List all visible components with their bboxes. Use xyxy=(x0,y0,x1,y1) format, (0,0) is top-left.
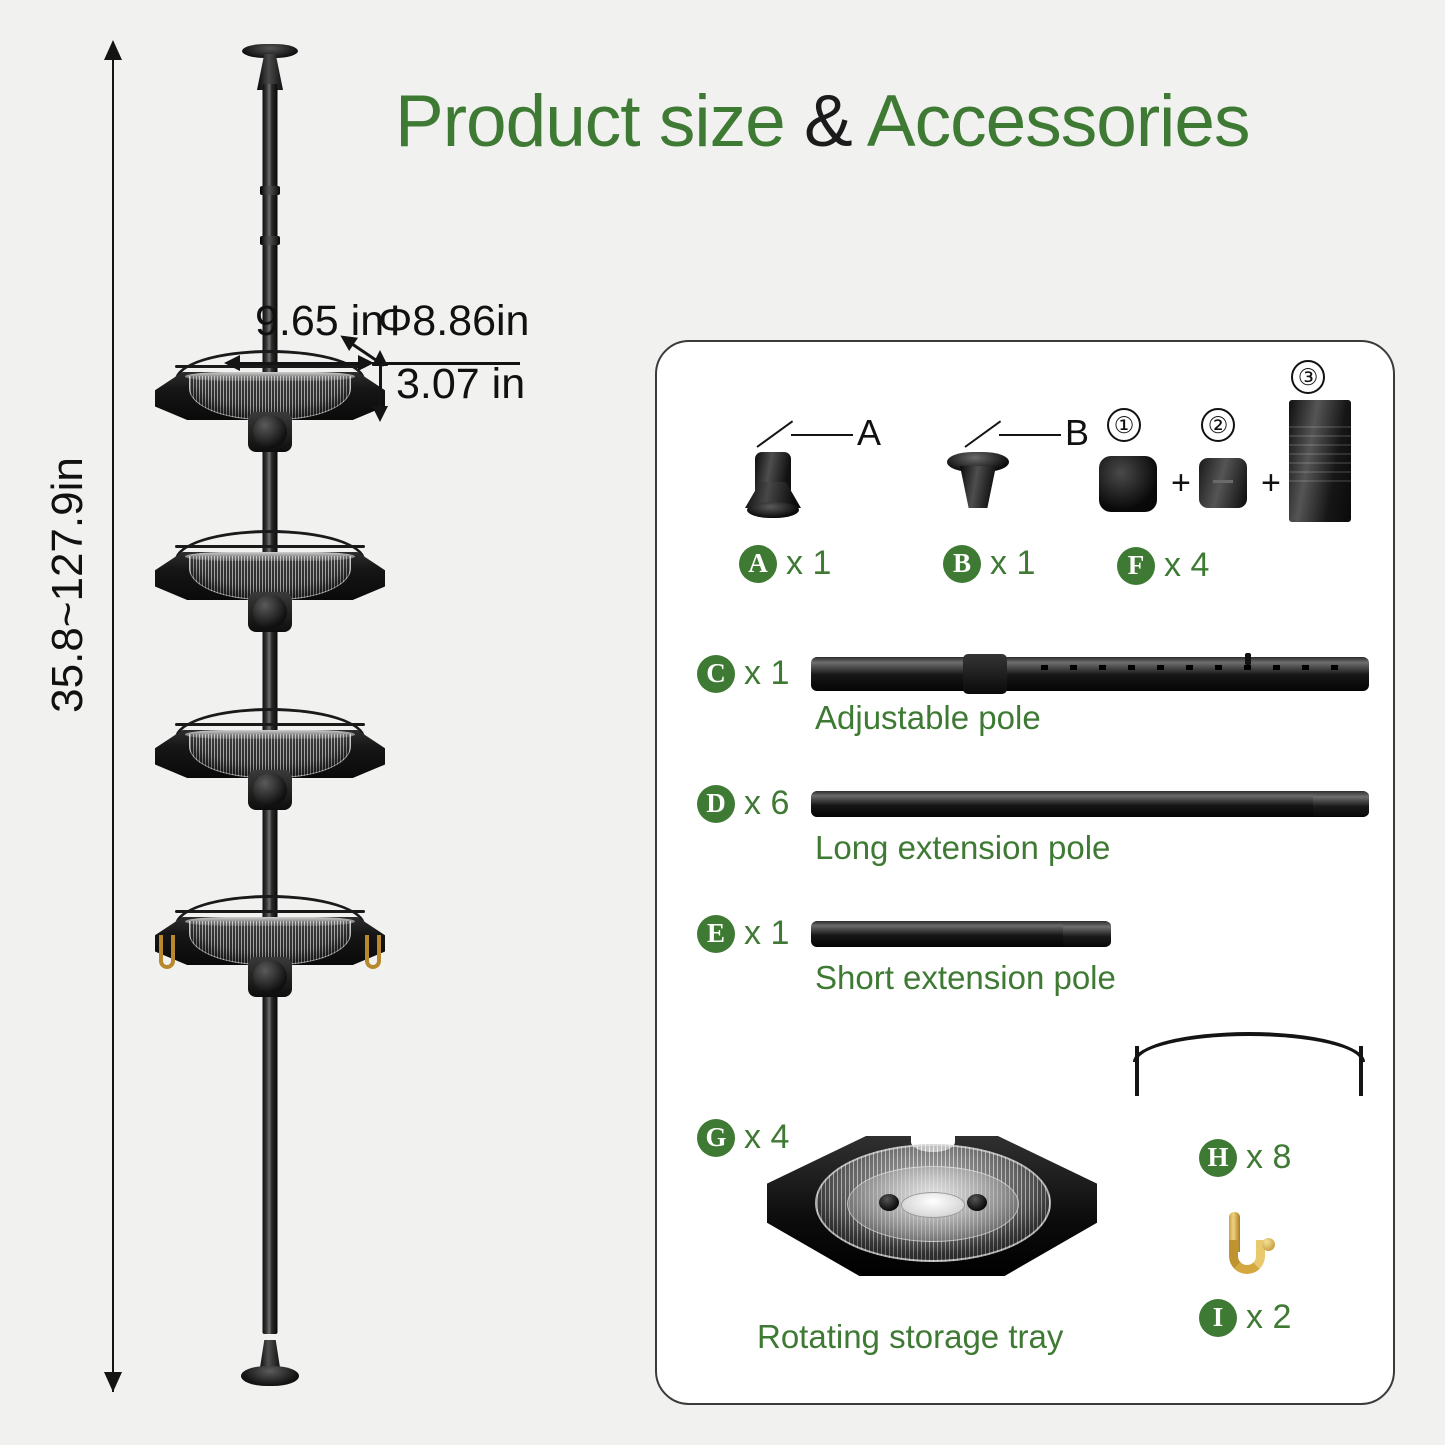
shelf-tier-2 xyxy=(155,530,385,632)
height-arrow-up-icon xyxy=(104,40,122,60)
badge-e: E xyxy=(697,914,735,953)
shelf-tier-4 xyxy=(155,895,385,997)
accessory-item-a: A A x 1 xyxy=(705,404,881,583)
caption-c: Adjustable pole xyxy=(815,699,1041,736)
caption-e: Short extension pole xyxy=(815,959,1116,996)
shelf-lock-knob xyxy=(248,957,292,997)
accessory-item-e: E x 1 Short extension pole xyxy=(697,914,1369,997)
shelf-guard-rail xyxy=(175,708,365,738)
qty-c: x 1 xyxy=(744,654,790,692)
part-c-tag: C x 1 xyxy=(697,654,789,693)
badge-i: I xyxy=(1199,1298,1237,1337)
part-b-callout-letter: B xyxy=(1065,412,1090,453)
part-a-tag: A x 1 xyxy=(739,544,875,583)
part-h-arch-rail-icon xyxy=(1133,1032,1365,1102)
part-f-num-3: ③ xyxy=(1291,360,1325,394)
tray-width-dimension-arrow xyxy=(224,355,374,371)
badge-b: B xyxy=(943,544,981,583)
qty-h: x 8 xyxy=(1246,1138,1292,1176)
part-d-long-pole-icon xyxy=(811,790,1369,817)
gold-hook-right-icon xyxy=(365,935,381,969)
part-b-top-cap-icon xyxy=(947,452,1009,518)
qty-i: x 2 xyxy=(1246,1298,1292,1336)
badge-g: G xyxy=(697,1118,735,1157)
tray-width-label: 9.65 in xyxy=(255,297,385,345)
part-f1-round-cap-icon xyxy=(1099,456,1157,512)
part-f-num-1: ① xyxy=(1107,408,1141,442)
caption-d: Long extension pole xyxy=(815,829,1111,866)
title-ampersand: & xyxy=(803,81,853,162)
part-f3-bracket-icon xyxy=(1289,400,1351,522)
tray-diameter-label: Φ8.86in xyxy=(378,297,530,345)
height-range-label: 35.8~127.9in xyxy=(43,457,92,713)
part-i-gold-hook-icon xyxy=(1223,1212,1275,1278)
title-part-main: Product size xyxy=(395,81,804,162)
shelf-guard-rail xyxy=(175,895,365,925)
pole-foot-base xyxy=(241,1366,299,1386)
qty-d: x 6 xyxy=(744,784,790,822)
shelf-lock-knob xyxy=(248,412,292,452)
shelf-guard-rail xyxy=(175,530,365,560)
caption-g: Rotating storage tray xyxy=(757,1318,1064,1355)
qty-f: x 4 xyxy=(1164,546,1210,584)
part-c-adjustable-pole-icon xyxy=(811,652,1369,694)
part-g-tag: G x 4 xyxy=(697,1118,789,1157)
part-h-tag: H x 8 xyxy=(1199,1138,1291,1177)
shelf-lock-knob xyxy=(248,770,292,810)
part-f-tag: F x 4 xyxy=(1117,546,1375,585)
part-f-num-2: ② xyxy=(1201,408,1235,442)
accessories-panel: A A x 1 B B x 1 ① xyxy=(655,340,1395,1405)
product-assembly-image xyxy=(140,40,400,1400)
gold-hook-left-icon xyxy=(159,935,175,969)
pole-foot-stem xyxy=(259,1340,281,1374)
part-e-tag: E x 1 xyxy=(697,914,789,953)
tray-diameter-leader-line xyxy=(372,362,520,365)
part-a-callout-letter: A xyxy=(857,412,882,453)
shelf-tier-1 xyxy=(155,350,385,452)
badge-h: H xyxy=(1199,1138,1237,1177)
shelf-lock-knob xyxy=(248,592,292,632)
accessory-item-b: B B x 1 xyxy=(907,404,1089,583)
badge-c: C xyxy=(697,654,735,693)
accessory-item-f: ① ② ③ + + F x 4 xyxy=(1095,360,1375,585)
accessory-item-d: D x 6 Long extension pole xyxy=(697,784,1369,867)
accessory-item-c: C x 1 Adjustable pole xyxy=(697,652,1369,737)
pole-top-cap xyxy=(242,44,298,58)
part-a-leader-diagonal xyxy=(756,420,794,448)
part-b-leader-diagonal xyxy=(964,420,1002,448)
part-g-rotating-tray-icon xyxy=(767,1110,1097,1290)
tray-height-dimension-arrow xyxy=(372,350,388,422)
part-a-foot-cap-icon xyxy=(745,452,801,518)
badge-f: F xyxy=(1117,546,1155,585)
part-i-tag: I x 2 xyxy=(1199,1298,1291,1337)
part-d-tag: D x 6 xyxy=(697,784,789,823)
qty-a: x 1 xyxy=(786,544,832,582)
height-arrow-down-icon xyxy=(104,1372,122,1392)
part-f2-square-insert-icon xyxy=(1199,458,1247,508)
part-f-plus-1: + xyxy=(1171,464,1191,502)
part-b-tag: B x 1 xyxy=(943,544,1077,583)
part-f-plus-2: + xyxy=(1261,464,1281,502)
pole-joint-2 xyxy=(260,236,280,245)
part-e-short-pole-icon xyxy=(811,920,1112,947)
badge-d: D xyxy=(697,784,735,823)
shelf-tier-3 xyxy=(155,708,385,810)
title-part-tail: Accessories xyxy=(851,81,1251,162)
qty-b: x 1 xyxy=(990,544,1036,582)
pole-joint-1 xyxy=(260,186,280,195)
qty-g: x 4 xyxy=(744,1118,790,1156)
tray-height-label: 3.07 in xyxy=(396,360,526,408)
badge-a: A xyxy=(739,544,777,583)
height-dimension-line xyxy=(112,42,114,1392)
qty-e: x 1 xyxy=(744,914,790,952)
part-a-leader-line xyxy=(791,434,853,436)
part-b-leader-line xyxy=(999,434,1061,436)
page-title: Product size & Accessories xyxy=(395,85,1415,158)
